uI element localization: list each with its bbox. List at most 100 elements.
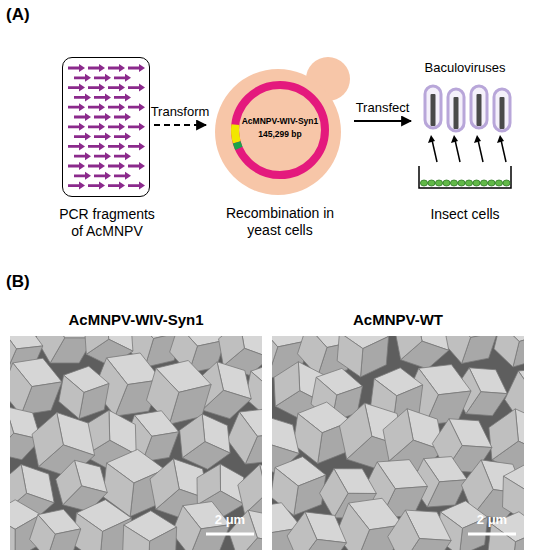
virus-envelope: [425, 86, 441, 128]
insect-cell: [495, 180, 502, 186]
culture-caption: Insect cells: [415, 206, 515, 223]
pcr-fragment: [88, 123, 105, 131]
pcr-fragment-arrows: [68, 64, 145, 190]
pcr-fragment: [108, 142, 125, 150]
pcr-fragment: [128, 64, 145, 72]
scale-label: 2 μm: [200, 512, 260, 528]
budding-arrow: [455, 140, 460, 162]
crystal-face: [320, 469, 348, 518]
crystal-face: [383, 409, 413, 461]
plasmid-segment-yellow: [231, 124, 241, 143]
pcr-fragment: [68, 182, 85, 190]
virus-envelope: [494, 89, 510, 131]
crystal-face: [494, 336, 519, 367]
crystal-face: [30, 515, 56, 550]
crystal-face: [395, 336, 422, 360]
insect-cell: [458, 180, 465, 186]
edge-label: Transfect: [356, 100, 410, 115]
polyhedron-crystal: [59, 366, 109, 418]
crystal-face: [123, 525, 150, 550]
pcr-fragment: [128, 84, 145, 92]
budding-arrowhead: [451, 135, 458, 143]
pcr-fragment: [114, 172, 131, 180]
pcr-fragment: [128, 182, 145, 190]
polyhedron-crystal: [30, 509, 81, 550]
pcr-fragment: [114, 113, 131, 121]
crystal-face: [59, 375, 84, 419]
scale-label: 2 μm: [462, 512, 522, 528]
virus-envelope: [471, 86, 487, 128]
scale-bar: [468, 533, 516, 536]
pcr-fragment: [94, 113, 111, 121]
crystal-face: [180, 414, 205, 458]
plasmid-circle: AcMNPV-WIV-Syn1145,299 bp: [228, 78, 332, 182]
yeast-cell: Recombination in yeast cellsAcMNPV-WIV-S…: [210, 65, 350, 195]
pcr-fragment: [128, 162, 145, 170]
virus-nucleocapsid: [500, 97, 505, 129]
pcr-fragment: [114, 93, 131, 101]
insect-cell: [503, 180, 510, 186]
sem-background: [272, 336, 524, 550]
pcr-fragment: [74, 74, 91, 82]
budding-arrow: [501, 140, 506, 162]
insect-cell: [465, 180, 472, 186]
polyhedron-crystal: [395, 336, 449, 369]
node-illustration: [63, 58, 148, 195]
pcr-fragment: [68, 162, 85, 170]
polyhedron-crystal: [123, 511, 177, 550]
scale-bar: [206, 533, 254, 536]
virus-envelope: [448, 89, 464, 131]
pcr-fragment: [88, 162, 105, 170]
insect-cell: [473, 180, 480, 186]
budding-arrowhead: [428, 135, 435, 143]
crystal-face: [488, 524, 516, 550]
crystal-face: [227, 412, 257, 464]
virus-nucleocapsid: [431, 94, 436, 126]
pcr-fragment: [94, 133, 111, 141]
pcr-fragment: [88, 142, 105, 150]
virus-nucleocapsid: [477, 94, 482, 126]
crystal-face: [32, 412, 63, 466]
crystal-face: [361, 336, 389, 377]
pcr-fragment: [88, 64, 105, 72]
crystal-face: [388, 510, 420, 550]
polyhedron-crystal: [388, 510, 451, 550]
budding-arrow: [432, 140, 437, 162]
insect-cell-culture: Insect cells: [415, 80, 515, 192]
polyhedron-crystal: [36, 336, 94, 363]
pcr-fragment: [68, 103, 85, 111]
yeast-cell-body: [215, 69, 341, 195]
pcr-fragment: [94, 152, 111, 160]
plasmid-size: 145,299 bp: [228, 129, 332, 139]
insect-cell: [428, 180, 435, 186]
pcr-fragment: [114, 74, 131, 82]
polyhedra-crystals: [272, 336, 524, 550]
budding-arrowhead: [474, 135, 481, 143]
crystal-face: [489, 409, 518, 460]
plasmid-segment-green: [233, 141, 243, 150]
polyhedron-crystal: [444, 336, 498, 363]
pcr-fragment: [108, 123, 125, 131]
insect-cell: [450, 180, 457, 186]
sem-image: AcMNPV-WT2 μm: [272, 336, 524, 550]
box-caption: PCR fragments of AcMNPV: [52, 206, 162, 240]
polyhedron-crystal: [494, 336, 524, 367]
polyhedron-crystal: [227, 409, 262, 465]
pcr-fragment: [128, 142, 145, 150]
pcr-fragment: [128, 103, 145, 111]
crystal-face: [10, 515, 15, 550]
crystal-face: [197, 464, 221, 505]
pcr-fragment: [114, 133, 131, 141]
crystal-face: [85, 336, 109, 354]
budding-arrow: [478, 140, 483, 162]
pcr-fragment: [68, 64, 85, 72]
pcr-fragment: [94, 172, 111, 180]
insect-cell: [420, 180, 427, 186]
pcr-fragment: [108, 103, 125, 111]
crystal-face: [287, 512, 317, 550]
pcr-fragment: [108, 162, 125, 170]
budding-arrowhead: [497, 135, 504, 143]
solid-arrow: [354, 120, 411, 122]
